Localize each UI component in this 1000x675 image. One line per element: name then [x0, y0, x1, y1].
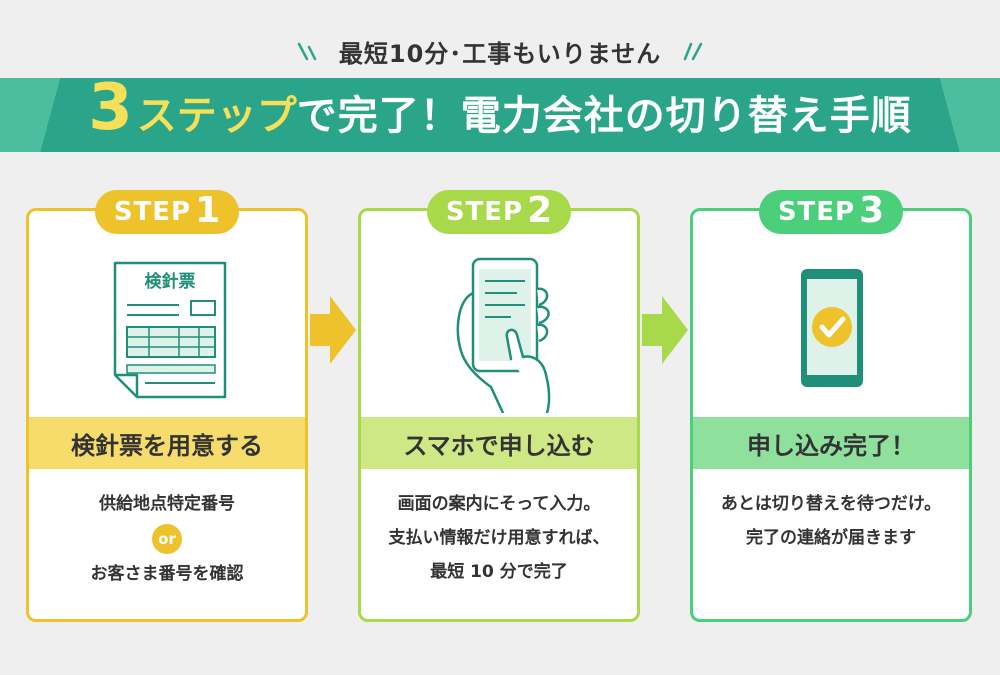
step-2-title: スマホで申し込む — [361, 417, 637, 469]
title-rest: で完了！電力会社の切り替え手順 — [296, 93, 912, 139]
step-2-badge: STEP 2 — [427, 190, 571, 234]
title-number: 3 — [88, 71, 133, 145]
step-2-card: スマホで申し込む 画面の案内にそって入力。 支払い情報だけ用意すれば、 最短 1… — [358, 208, 640, 622]
step-2-badge-word: STEP — [445, 197, 524, 227]
meter-reading-slip-icon: 検針票 — [113, 261, 227, 399]
title-accent: ステップ — [136, 93, 297, 139]
step-3-line-2: 完了の連絡が届きます — [746, 528, 916, 548]
or-badge: or — [152, 524, 182, 554]
step-2-line-2: 支払い情報だけ用意すれば、 — [388, 528, 610, 548]
banner-background — [0, 78, 1000, 152]
step-2-description: 画面の案内にそって入力。 支払い情報だけ用意すれば、 最短 10 分で完了 — [361, 487, 637, 589]
step-1-line-1: 供給地点特定番号 — [99, 494, 235, 514]
step-2-line-3: 最短 10 分で完了 — [430, 562, 568, 582]
right-accent-lines-icon — [683, 42, 703, 60]
smartphone-checkmark-icon — [801, 269, 863, 387]
step-1-badge-number: 1 — [195, 189, 221, 231]
arrow-right-icon-1 — [310, 296, 356, 364]
or-separator: or — [29, 521, 305, 557]
step-3-badge-number: 3 — [859, 189, 885, 231]
step-1-description: 供給地点特定番号 or お客さま番号を確認 — [29, 487, 305, 591]
step-3-badge: STEP 3 — [759, 190, 903, 234]
step-3-card: 申し込み完了！ あとは切り替えを待つだけ。 完了の連絡が届きます — [690, 208, 972, 622]
subtitle-row: 最短10分･工事もいりません — [0, 34, 1000, 69]
step-3-line-1: あとは切り替えを待つだけ。 — [720, 494, 942, 514]
step-3-title: 申し込み完了！ — [693, 417, 969, 469]
subtitle: 最短10分･工事もいりません — [338, 40, 662, 68]
arrow-right-icon-2 — [642, 296, 688, 364]
step-1-badge: STEP 1 — [95, 190, 239, 234]
step-2-line-1: 画面の案内にそって入力。 — [397, 494, 601, 514]
left-accent-lines-icon — [297, 42, 317, 60]
step-1-card: 検針票 検針票を用意する 供給地点特定番号 or お客さま番号を確認 — [26, 208, 308, 622]
title-banner: 3 ステップ で完了！電力会社の切り替え手順 — [0, 71, 1000, 152]
page-title: 3 ステップ で完了！電力会社の切り替え手順 — [0, 71, 1000, 152]
step-3-description: あとは切り替えを待つだけ。 完了の連絡が届きます — [693, 487, 969, 555]
smartphone-hand-icon — [456, 257, 551, 413]
step-1-line-2: お客さま番号を確認 — [90, 564, 244, 584]
step-1-title: 検針票を用意する — [29, 417, 305, 469]
step-1-badge-word: STEP — [113, 197, 192, 227]
step-2-badge-number: 2 — [527, 189, 553, 231]
step-3-badge-word: STEP — [777, 197, 856, 227]
meter-slip-doc-label: 検針票 — [145, 271, 196, 292]
